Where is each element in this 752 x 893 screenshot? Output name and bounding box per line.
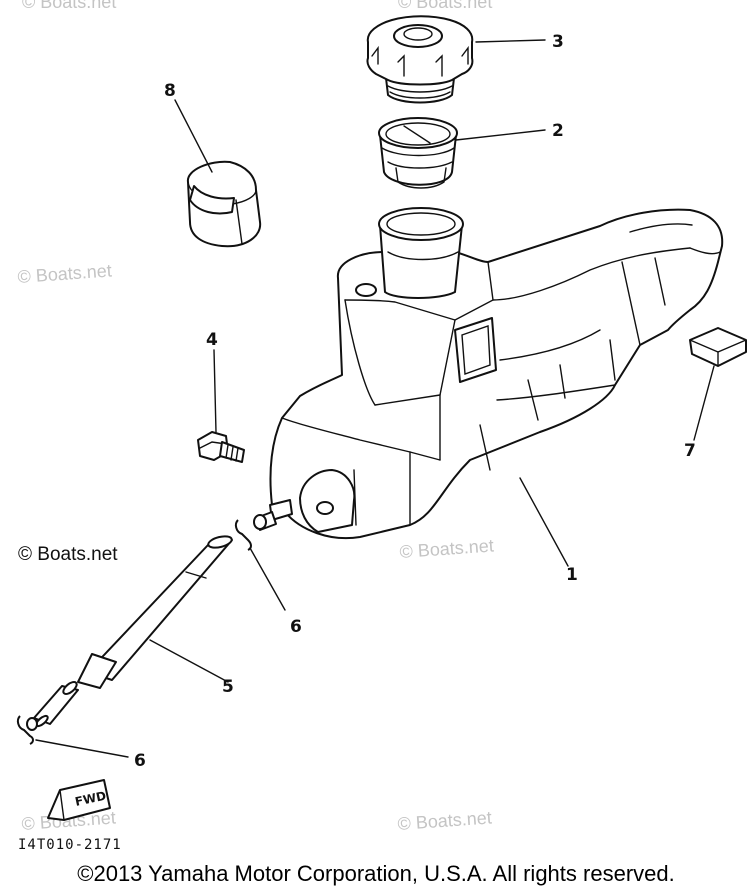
watermark: © Boats.net [17,260,112,287]
drawing-code: I4T010-2171 [18,837,122,853]
clip-part-6-upper [234,511,277,551]
callout-part-6-lower: 6 [134,751,146,771]
watermark: © Boats.net [397,807,492,834]
watermark: © Boats.net [22,0,116,12]
clip-part-6-lower [16,715,38,745]
copyright-notice: ©2013 Yamaha Motor Corporation, U.S.A. A… [77,861,675,886]
fuel-tank-part-1 [269,208,724,540]
callout-part-2: 2 [552,121,564,141]
callout-part-4: 4 [206,330,218,350]
watermark: © Boats.net [398,0,492,12]
fwd-label: FWD [74,789,108,809]
damper-part-7 [689,327,747,367]
callout-part-8: 8 [164,81,176,101]
watermark: © Boats.net [399,535,494,562]
fuel-hose-part-5 [33,535,233,728]
strainer-part-2 [378,117,458,189]
callout-part-7: 7 [684,441,696,461]
fwd-arrow-icon: FWD [47,779,111,821]
callout-part-5: 5 [222,677,234,697]
leader-lines [35,39,715,758]
callout-part-3: 3 [552,32,564,52]
watermark-dark: © Boats.net [18,544,118,565]
band-part-8 [186,160,262,248]
bolt-part-4 [197,431,245,463]
callout-part-1: 1 [566,565,578,585]
filler-neck [378,207,464,299]
fuel-cap-part-3 [366,15,474,104]
callout-part-6-upper: 6 [290,617,302,637]
